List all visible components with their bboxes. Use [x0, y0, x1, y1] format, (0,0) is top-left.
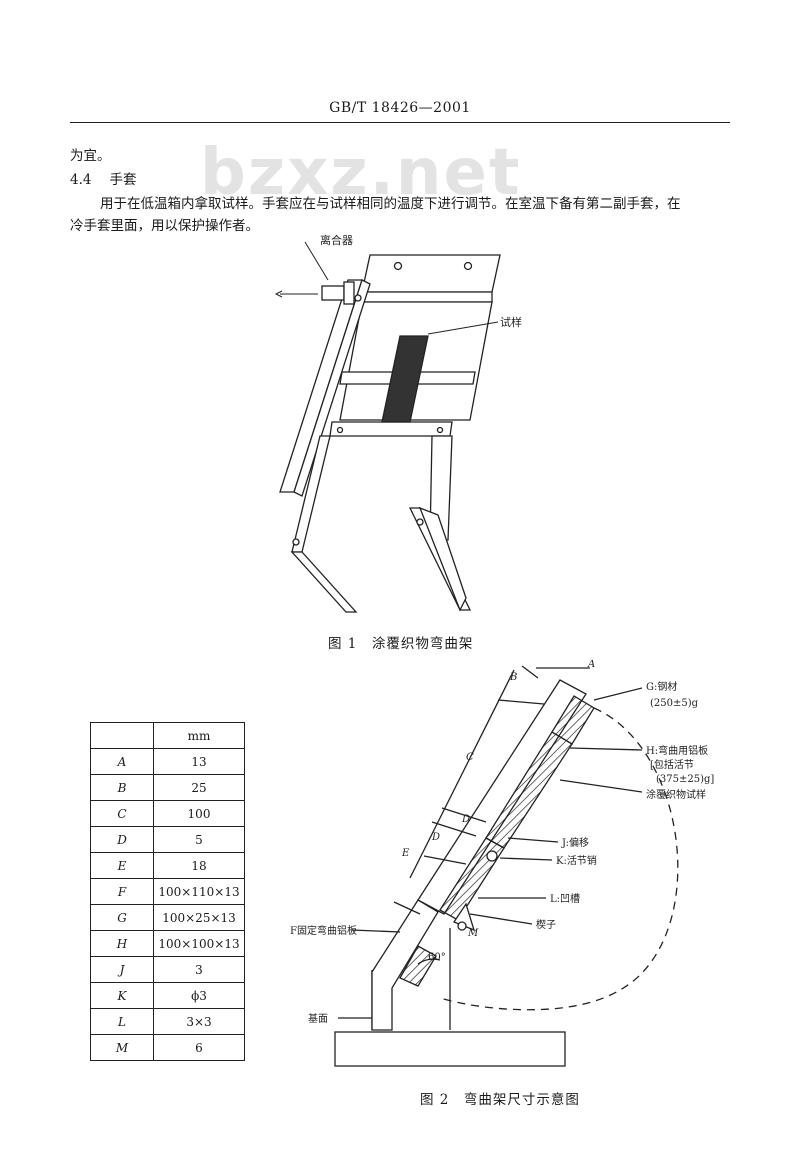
base-plate: [334, 1031, 566, 1067]
pin-k: [486, 850, 498, 862]
label-d1: D: [431, 832, 440, 843]
label-clutch: 离合器: [320, 233, 353, 247]
section-heading: 4.4 手套: [70, 168, 154, 188]
left-leg: [290, 551, 358, 613]
standard-header: GB/T 18426—2001: [329, 100, 471, 116]
figure-2-caption: 图 2 弯曲架尺寸示意图: [420, 1092, 580, 1108]
label-coated: 涂覆织物试样: [646, 788, 706, 801]
top-plate: [361, 254, 501, 293]
label-j: J:偏移: [561, 836, 589, 849]
label-b: B: [509, 672, 517, 683]
label-h-3: (375±25)g]: [656, 774, 714, 785]
figure-1-caption: 图 1 涂覆织物弯曲架: [328, 636, 474, 652]
label-f: F固定弯曲铝板: [290, 924, 357, 937]
continued-text: 为宜。: [70, 148, 111, 164]
label-c: C: [466, 752, 474, 763]
table-header-blank: [90, 722, 154, 749]
label-h: H:弯曲用铝板: [646, 744, 708, 757]
paragraph-line-1: 用于在低温箱内拿取试样。手套应在与试样相同的温度下进行调节。在室温下备有第二副手…: [100, 196, 681, 212]
label-d2: D: [461, 814, 470, 825]
label-k: K:活节销: [556, 854, 597, 867]
sample-strip: [381, 335, 429, 423]
label-angle: 60°: [428, 952, 446, 963]
label-g: G:钢材: [646, 680, 677, 693]
label-h-2: [包括活节: [650, 758, 694, 771]
label-sample: 试样: [500, 315, 522, 329]
header-rule: [70, 122, 730, 123]
section-title: 手套: [109, 172, 137, 188]
plate-f: [399, 945, 437, 987]
bending-plate: [417, 679, 587, 915]
figure-1-bending-frame: 离合器 试样: [274, 233, 522, 613]
label-l: L:凹槽: [550, 892, 580, 905]
label-g-weight: (250±5)g: [650, 698, 699, 709]
label-wedge: 楔子: [536, 919, 556, 931]
label-a: A: [587, 660, 595, 670]
swing-arc: [439, 707, 679, 1011]
label-m: M: [467, 928, 479, 939]
figure-2-schematic: A B C D D E M G:钢材 (250±5)g H:弯曲用铝板 [包括活…: [290, 660, 714, 1067]
watermark: bzxz.net: [200, 136, 522, 210]
paragraph-line-2: 冷手套里面，用以保护操作者。: [70, 218, 259, 234]
label-e: E: [401, 848, 410, 859]
section-number: 4.4: [70, 172, 92, 188]
table-header-row: mm: [90, 722, 245, 749]
table-header-unit: mm: [153, 722, 245, 749]
clutch-knob: [321, 285, 345, 301]
label-base: 基面: [308, 1012, 328, 1025]
